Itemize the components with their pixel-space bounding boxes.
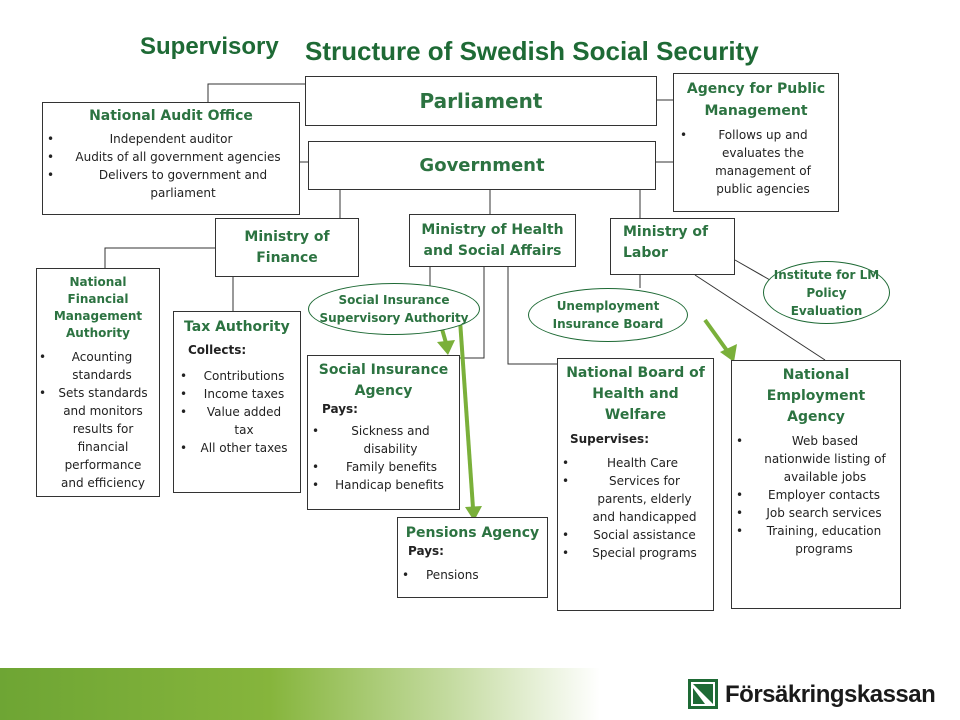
employment-agency-heading: National Employment Agency	[766, 367, 866, 425]
hw-item-4: Special programs	[562, 544, 709, 562]
ministry-health-label: Ministry of Health and Social Affairs	[421, 221, 564, 259]
ministry-finance-box: Ministry of Finance	[215, 218, 359, 277]
national-audit-office-heading: National Audit Office	[89, 108, 253, 124]
employment-agency-box: National Employment Agency Web based nat…	[731, 360, 901, 609]
government-box: Government	[308, 141, 656, 190]
ministry-labor-label: Ministry of Labor	[623, 224, 709, 261]
hw-item-2: Services for parents, elderly and handic…	[562, 472, 709, 526]
parliament-box: Parliament	[305, 76, 657, 126]
pensions-agency-box: Pensions Agency Pays: Pensions	[397, 517, 548, 598]
institute-lm-oval: Institute for LM Policy Evaluation	[763, 261, 890, 324]
government-label: Government	[419, 155, 545, 176]
social-insurance-agency-label: Pays:	[322, 402, 358, 416]
national-audit-office-box: National Audit Office Independent audito…	[42, 102, 300, 215]
audit-item-1: Independent auditor	[47, 130, 295, 148]
pensions-agency-heading: Pensions Agency	[405, 525, 540, 541]
institute-lm-label: Institute for LM Policy Evaluation	[773, 267, 880, 318]
ea-item-2: Employer contacts	[736, 486, 896, 504]
ministry-labor-box: Ministry of Labor	[610, 218, 735, 275]
ea-item-3: Job search services	[736, 504, 896, 522]
ea-item-4: Training, education programs	[736, 522, 896, 558]
social-insurance-supervisory-label: Social Insurance Supervisory Authority	[319, 293, 469, 325]
financial-item-1: Acounting standards	[39, 348, 157, 384]
parliament-label: Parliament	[419, 89, 543, 113]
tax-item-1: Contributions	[180, 367, 294, 385]
tax-authority-box: Tax Authority Collects: Contributions In…	[173, 311, 301, 493]
financial-item-2: Sets standards and monitors results for …	[39, 384, 157, 492]
sia-item-3: Handicap benefits	[312, 476, 455, 494]
logo-text: Försäkringskassan	[725, 681, 936, 708]
unemployment-board-oval: Unemployment Insurance Board	[528, 288, 688, 342]
tax-item-4: All other taxes	[180, 439, 294, 457]
financial-management-heading: National Financial Management Authority	[53, 275, 143, 340]
tax-item-3: Value added tax	[180, 403, 294, 439]
title-supervisory: Supervisory	[140, 33, 279, 60]
page-title: Structure of Swedish Social Security	[305, 36, 759, 66]
financial-management-box: National Financial Management Authority …	[36, 268, 160, 497]
sia-item-2: Family benefits	[312, 458, 455, 476]
unemployment-board-label: Unemployment Insurance Board	[552, 299, 664, 331]
hw-item-3: Social assistance	[562, 526, 709, 544]
ministry-health-box: Ministry of Health and Social Affairs	[409, 214, 576, 267]
logo-glyph-icon	[693, 684, 713, 704]
social-insurance-supervisory-oval: Social Insurance Supervisory Authority	[308, 283, 480, 335]
pensions-agency-label: Pays:	[408, 544, 444, 558]
agency-public-management-item: Follows up and evaluates the management …	[680, 126, 832, 198]
health-welfare-heading: National Board of Health and Welfare	[566, 365, 705, 423]
pensions-item-1: Pensions	[402, 566, 543, 584]
sia-item-1: Sickness and disability	[312, 422, 455, 458]
ea-item-1: Web based nationwide listing of availabl…	[736, 432, 896, 486]
audit-item-3: Delivers to government and parliament	[47, 166, 295, 202]
social-insurance-agency-heading: Social Insurance Agency	[318, 362, 449, 399]
ministry-finance-label: Ministry of Finance	[244, 228, 330, 266]
footer-band	[0, 668, 600, 720]
agency-public-management-box: Agency for Public Management Follows up …	[673, 73, 839, 212]
tax-authority-heading: Tax Authority	[184, 319, 290, 335]
health-welfare-label: Supervises:	[570, 432, 649, 446]
logo-icon	[688, 679, 718, 709]
tax-authority-label: Collects:	[188, 343, 247, 357]
social-insurance-agency-box: Social Insurance Agency Pays: Sickness a…	[307, 355, 460, 510]
hw-item-1: Health Care	[562, 454, 709, 472]
tax-item-2: Income taxes	[180, 385, 294, 403]
agency-public-management-heading: Agency for Public Management	[686, 81, 826, 119]
audit-item-2: Audits of all government agencies	[47, 148, 295, 166]
health-welfare-box: National Board of Health and Welfare Sup…	[557, 358, 714, 611]
